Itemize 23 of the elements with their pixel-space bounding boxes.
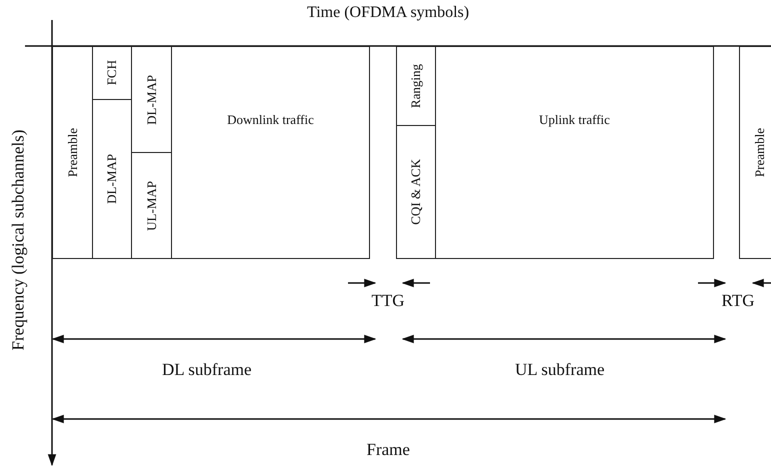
frame-block bbox=[396, 125, 436, 259]
block-label: UL-MAP bbox=[144, 180, 160, 230]
frame-block bbox=[739, 46, 771, 259]
frame-block bbox=[171, 46, 370, 259]
block-label: Preamble bbox=[64, 128, 80, 178]
block-label: Downlink traffic bbox=[227, 112, 314, 128]
frame-block bbox=[52, 46, 93, 259]
block-label: DL-MAP bbox=[104, 154, 120, 204]
axis-title: Time (OFDMA symbols) bbox=[307, 4, 470, 22]
block-label: Ranging bbox=[408, 64, 424, 108]
gap-label: RTG bbox=[722, 291, 754, 311]
dimension-label: Frame bbox=[366, 440, 410, 460]
block-label: Uplink traffic bbox=[539, 112, 610, 128]
block-label: DL-MAP bbox=[144, 74, 160, 124]
frame-block bbox=[435, 46, 714, 259]
axis-title: Frequency (logical subchannels) bbox=[8, 130, 28, 350]
frame-block bbox=[396, 46, 436, 126]
gap-label: TTG bbox=[372, 291, 405, 311]
block-label: CQI & ACK bbox=[408, 159, 424, 225]
block-label: FCH bbox=[104, 60, 120, 86]
block-label: Preamble bbox=[752, 128, 768, 178]
dimension-label: UL subframe bbox=[515, 360, 605, 380]
dimension-label: DL subframe bbox=[162, 360, 252, 380]
